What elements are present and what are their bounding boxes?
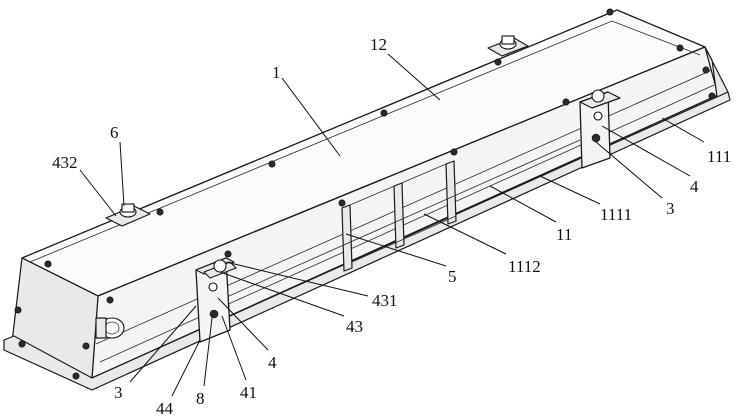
label-4-right: 4 [690,177,699,196]
bracket-bolt-8 [209,309,219,319]
bracket-screw [208,282,218,292]
right-bracket-nut [591,89,605,103]
lifting-plate-right [487,35,529,57]
label-1111: 1111 [600,205,632,224]
cover-screws [14,8,716,380]
right-bracket-bolt [591,133,601,143]
label-11: 11 [556,225,572,244]
label-43: 43 [346,317,363,336]
rib-window-bottom [351,215,457,263]
lifting-plate-left [105,203,151,227]
cover-edge-line [29,20,701,263]
rib-1 [341,204,353,272]
rail-line-1111 [219,139,581,301]
leader-lines [79,53,705,397]
label-111: 111 [707,147,731,166]
label-4-left: 4 [268,353,277,372]
label-3-left: 3 [114,383,123,402]
rib-2 [393,182,405,249]
label-1: 1 [272,63,281,82]
cable-gland [95,317,125,339]
reference-labels: 1 12 6 432 111 4 3 1111 11 1112 5 431 43… [52,35,731,418]
bottom-flange [3,91,731,391]
label-5: 5 [448,267,457,286]
label-8: 8 [196,389,205,408]
right-bracket-screw [593,111,603,121]
right-bracket [579,89,621,169]
label-12: 12 [370,35,387,54]
rib-window-top [349,163,447,206]
label-44: 44 [156,399,174,418]
label-1112: 1112 [508,257,541,276]
label-431: 431 [372,291,398,310]
rib-3 [445,160,457,225]
label-3-right: 3 [666,199,675,218]
side-ribs [219,139,581,301]
label-432: 432 [52,153,78,172]
label-41: 41 [240,383,257,402]
label-6: 6 [110,123,119,142]
bracket-top-nut-431 [213,259,227,273]
left-bracket [195,257,237,343]
